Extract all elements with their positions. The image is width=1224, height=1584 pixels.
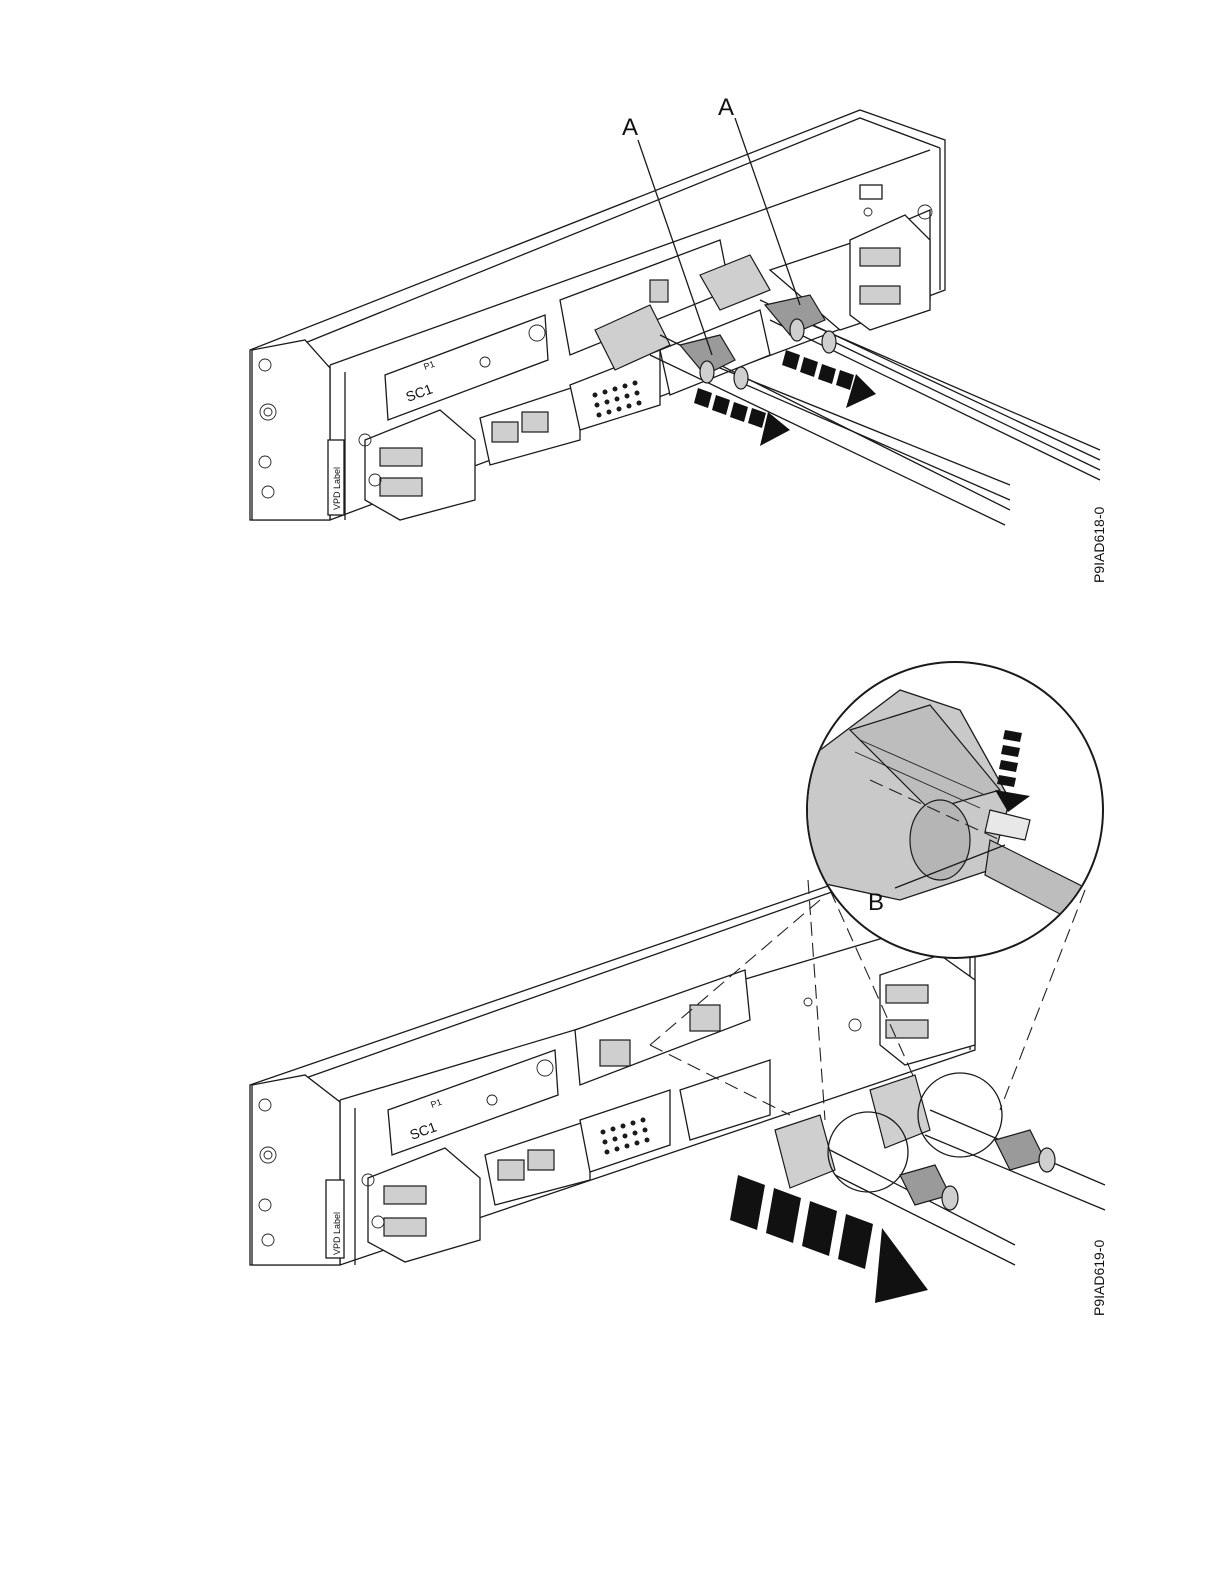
bottom-connector-left bbox=[775, 1115, 835, 1188]
top-figure-id: P9IAD618-0 bbox=[1091, 507, 1107, 583]
bottom-arrow-pull bbox=[730, 1175, 928, 1303]
top-arrow-left bbox=[694, 388, 790, 446]
bottom-vpd-label-text: VPD Label bbox=[332, 1212, 342, 1255]
bottom-right-bracket bbox=[880, 955, 975, 1065]
bottom-detail-circle-right bbox=[918, 1073, 1002, 1157]
bottom-figure: VPD Label SC1 P1 bbox=[250, 662, 1110, 1316]
top-rail-ear bbox=[252, 340, 330, 520]
top-figure: VPD Label SC1 P1 bbox=[250, 94, 1107, 583]
top-callout-a-left: A bbox=[622, 114, 638, 141]
bottom-figure-id: P9IAD619-0 bbox=[1091, 1240, 1107, 1316]
bottom-latch-right bbox=[995, 1130, 1045, 1170]
bottom-detail-circle-left bbox=[828, 1112, 908, 1192]
callout-b-label: B bbox=[868, 889, 884, 916]
bottom-connector-right bbox=[870, 1075, 930, 1148]
top-vpd-label-text: VPD Label bbox=[332, 467, 342, 510]
top-callout-a-right: A bbox=[718, 94, 734, 121]
